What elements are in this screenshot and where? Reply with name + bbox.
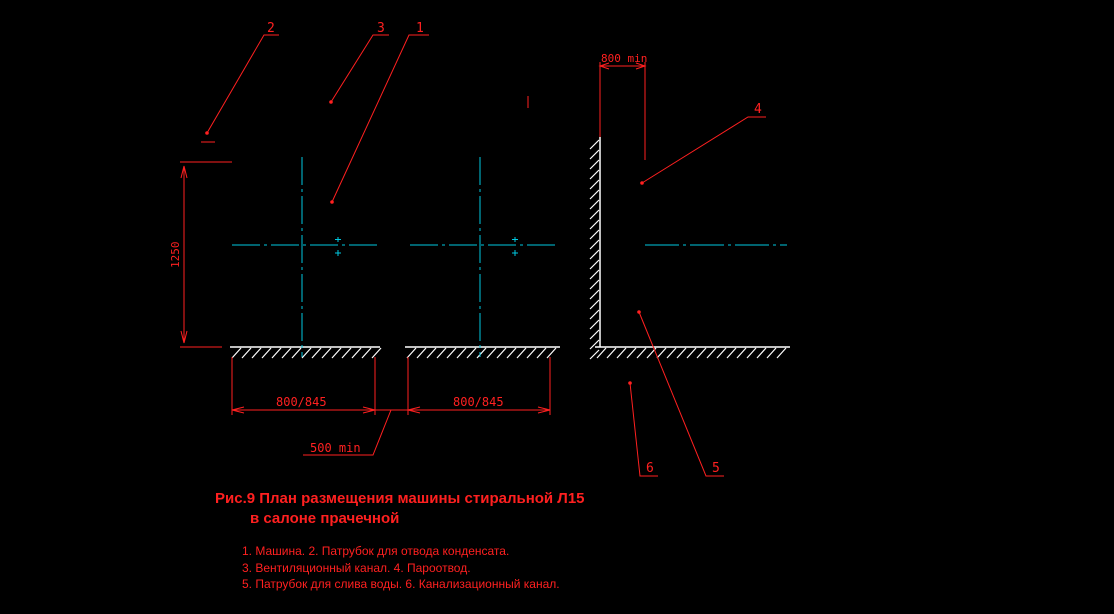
hatch-stroke — [589, 189, 600, 200]
hatch-stroke — [589, 239, 600, 250]
hatch-stroke — [526, 347, 537, 359]
hatch-stroke — [406, 347, 417, 359]
hatch-stroke — [361, 347, 372, 359]
hatch-stroke — [416, 347, 427, 359]
hatch-stroke — [466, 347, 477, 359]
hatch-stroke — [446, 347, 457, 359]
dimension-width-1-label: 800/845 — [276, 395, 327, 409]
hatch-stroke — [251, 347, 262, 359]
hatch-stroke — [589, 339, 600, 350]
hatch-stroke — [589, 169, 600, 180]
hatch-stroke — [589, 209, 600, 220]
hatch-stroke — [596, 347, 607, 359]
hatch-stroke — [589, 159, 600, 170]
hatch-stroke — [756, 347, 767, 359]
hatch-stroke — [589, 179, 600, 190]
dimension-gap-label: 500 min — [310, 441, 361, 455]
hatch-stroke — [616, 347, 627, 359]
hatch-stroke — [626, 347, 637, 359]
hatch-stroke — [589, 279, 600, 290]
callout-label-4: 4 — [754, 102, 762, 117]
hatch-stroke — [331, 347, 342, 359]
machine-2-centerlines — [410, 157, 557, 357]
dimension-widths — [231, 357, 551, 456]
hatch-stroke — [321, 347, 332, 359]
hatch-stroke — [589, 299, 600, 310]
hatch-stroke — [426, 347, 437, 359]
hatch-stroke — [486, 347, 497, 359]
hatch-stroke — [636, 347, 647, 359]
hatch-stroke — [696, 347, 707, 359]
hatch-stroke — [589, 219, 600, 230]
hatch-stroke — [589, 309, 600, 320]
hatch-stroke — [606, 347, 617, 359]
hatch-stroke — [241, 347, 252, 359]
hatch-stroke — [311, 347, 322, 359]
hatch-stroke — [516, 347, 527, 359]
dimension-wall-clearance — [598, 62, 647, 160]
hatch-stroke — [291, 347, 302, 359]
hatch-stroke — [589, 329, 600, 340]
figure-caption: Рис.9 План размещения машины стиральной … — [215, 489, 585, 529]
hatch-stroke — [706, 347, 717, 359]
hatch-stroke — [231, 347, 242, 359]
hatch-stroke — [776, 347, 787, 359]
callout-label-1: 1 — [416, 21, 424, 36]
hatch-stroke — [589, 289, 600, 300]
hatch-stroke — [546, 347, 557, 359]
caption-line-2: в салоне прачечной — [250, 510, 400, 527]
hatch-stroke — [456, 347, 467, 359]
hatch-stroke — [589, 349, 600, 360]
hatch-stroke — [301, 347, 312, 359]
hatch-stroke — [261, 347, 272, 359]
hatch-stroke — [736, 347, 747, 359]
hatch-stroke — [589, 269, 600, 280]
callout-label-3: 3 — [377, 21, 385, 36]
hatch-stroke — [666, 347, 677, 359]
hatch-stroke — [589, 149, 600, 160]
caption-line-1: Рис.9 План размещения машины стиральной … — [215, 490, 585, 507]
hatch-stroke — [271, 347, 282, 359]
callout-label-5: 5 — [712, 461, 720, 476]
hatch-stroke — [589, 229, 600, 240]
hatch-stroke — [281, 347, 292, 359]
hatch-stroke — [476, 347, 487, 359]
hatch-stroke — [716, 347, 727, 359]
dimension-wall-clearance-label: 800 min — [601, 52, 647, 65]
hatch-stroke — [746, 347, 757, 359]
hatch-stroke — [676, 347, 687, 359]
hatch-stroke — [686, 347, 697, 359]
hatch-stroke — [589, 319, 600, 330]
hatch-stroke — [726, 347, 737, 359]
dimension-depth — [180, 161, 232, 348]
hatch-stroke — [656, 347, 667, 359]
floor-wall-hatch — [230, 346, 790, 359]
hatch-stroke — [589, 199, 600, 210]
hatch-stroke — [371, 347, 382, 359]
hatch-stroke — [766, 347, 777, 359]
dimension-depth-label: 1250 — [169, 242, 182, 269]
hatch-stroke — [436, 347, 447, 359]
legend-line: 5. Патрубок для слива воды. 6. Канализац… — [242, 577, 560, 591]
legend-line: 1. Машина. 2. Патрубок для отвода конден… — [242, 544, 510, 558]
machine-1-centerlines — [232, 157, 380, 357]
hatch-stroke — [536, 347, 547, 359]
dimension-width-2-label: 800/845 — [453, 395, 504, 409]
hatch-stroke — [589, 249, 600, 260]
hatch-stroke — [351, 347, 362, 359]
callout-label-2: 2 — [267, 21, 275, 36]
callout-leaders — [201, 34, 766, 477]
callout-label-6: 6 — [646, 461, 654, 476]
hatch-stroke — [341, 347, 352, 359]
hatch-stroke — [496, 347, 507, 359]
hatch-stroke — [589, 259, 600, 270]
legend: 1. Машина. 2. Патрубок для отвода конден… — [242, 543, 560, 593]
legend-line: 3. Вентиляционный канал. 4. Пароотвод. — [242, 560, 471, 575]
side-wall-hatch — [589, 137, 601, 360]
hatch-stroke — [506, 347, 517, 359]
hatch-stroke — [589, 139, 600, 150]
